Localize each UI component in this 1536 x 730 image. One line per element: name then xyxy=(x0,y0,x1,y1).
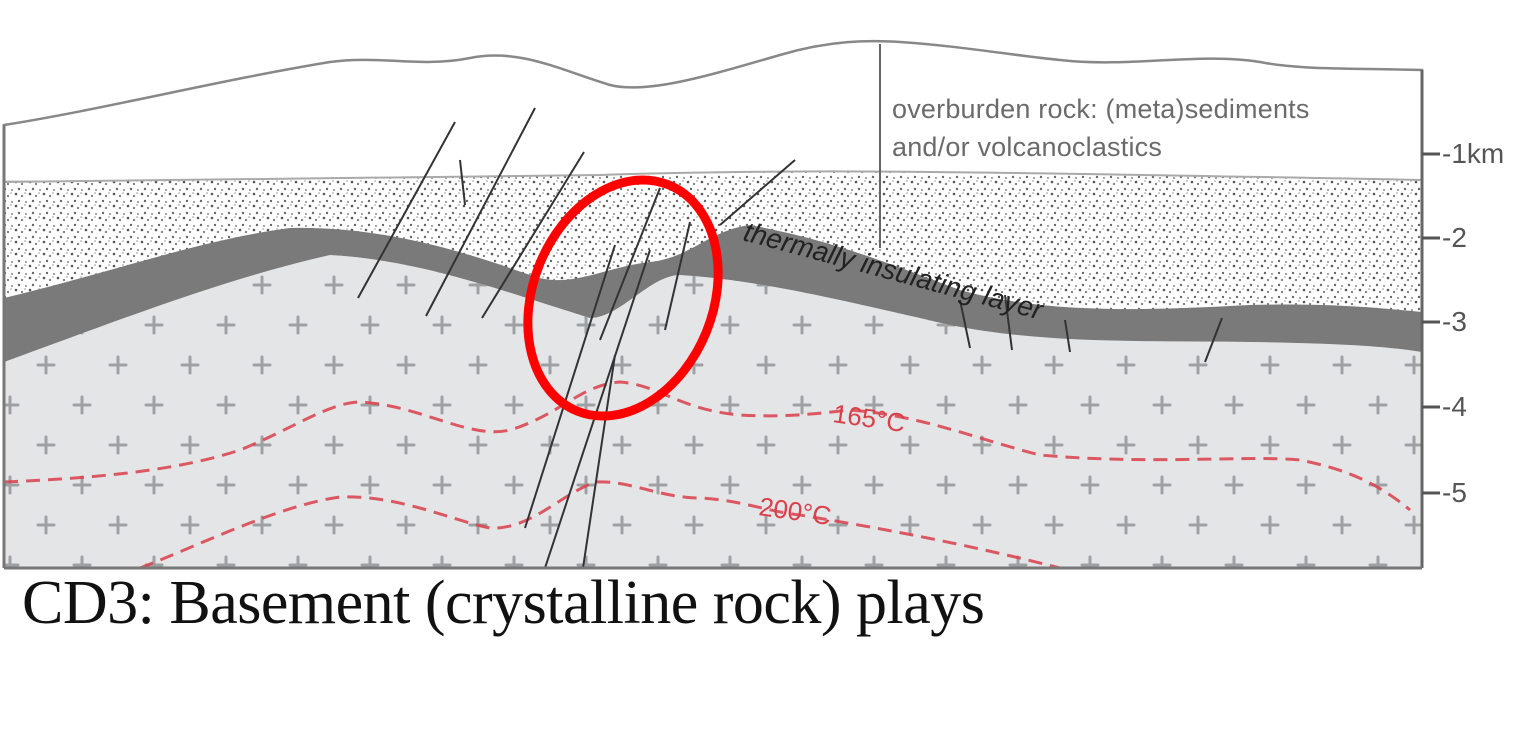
highlight-ellipse xyxy=(523,175,723,421)
depth-tick-3: -3 xyxy=(1442,306,1467,337)
isotherm-165 xyxy=(4,380,1411,512)
basement-layer xyxy=(4,255,1422,568)
insulating-layer xyxy=(4,225,1422,362)
fault-lines xyxy=(357,107,1223,568)
depth-axis-ticks xyxy=(1422,152,1440,495)
isotherm-200 xyxy=(139,480,1061,568)
depth-tick-4: -4 xyxy=(1442,391,1467,422)
overburden-layer xyxy=(2,39,1424,184)
overburden-label-line2: and/or volcanoclastics xyxy=(892,132,1163,162)
depth-tick-1km: -1km xyxy=(1442,138,1505,169)
overburden-label-line1: overburden rock: (meta)sediments xyxy=(892,94,1310,124)
depth-tick-2: -2 xyxy=(1442,222,1467,253)
geological-cross-section: thermally insulating layer 165°C 200°C o… xyxy=(2,39,1505,570)
depth-tick-5: -5 xyxy=(1442,477,1467,508)
figure-caption: CD3: Basement (crystalline rock) plays xyxy=(22,569,985,637)
overburden-label: overburden rock: (meta)sediments and/or … xyxy=(892,90,1310,166)
